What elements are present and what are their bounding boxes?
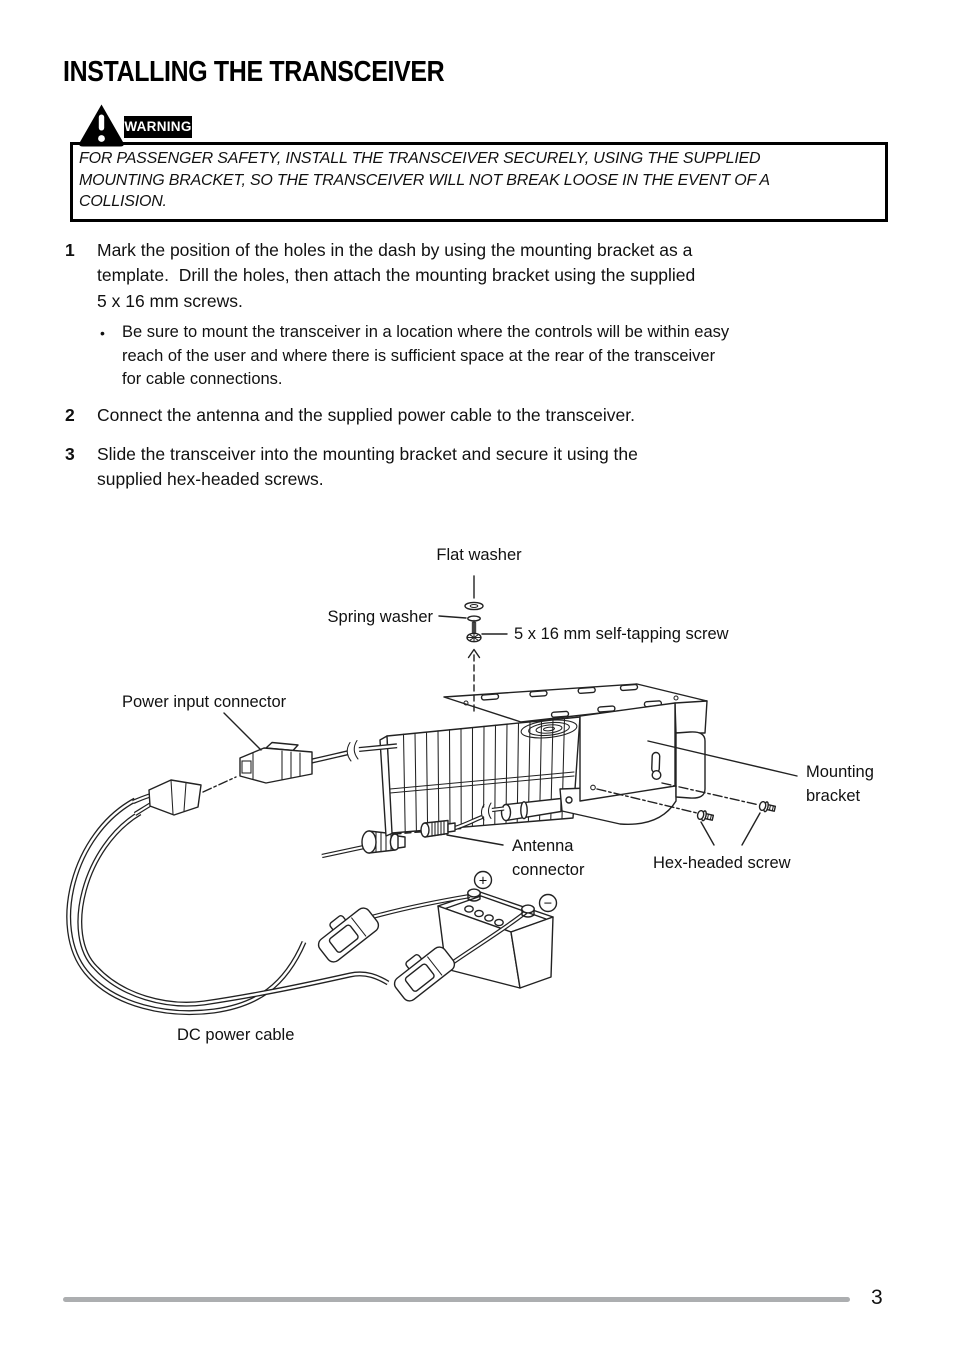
step-line: supplied hex-headed screws. <box>97 469 324 490</box>
step-1-text: Mark the position of the holes in the da… <box>97 238 695 314</box>
dc-power-cable-drawing <box>66 797 390 1016</box>
step-line: 5 x 16 mm screws. <box>97 290 243 311</box>
hex-headed-screw-label: Hex-headed screw <box>653 854 791 872</box>
hex-screws-drawing <box>596 782 777 846</box>
leader-lines <box>223 712 798 846</box>
page-number: 3 <box>871 1286 883 1309</box>
power-input-connector-label: Power input connector <box>122 693 287 711</box>
power-cable-connector-drawing <box>132 776 237 816</box>
power-input-connector-drawing <box>239 739 398 784</box>
tapping-screw-label: 5 x 16 mm self-tapping screw <box>514 625 729 643</box>
warning-label: WARNING <box>124 116 192 138</box>
flat-washer-drawing <box>464 601 484 611</box>
warning-line: FOR PASSENGER SAFETY, INSTALL THE TRANSC… <box>79 150 761 167</box>
antenna-feedline-connector <box>321 830 406 859</box>
warning-box <box>70 142 888 222</box>
dc-power-cable-label: DC power cable <box>177 1026 294 1044</box>
step-3-text: Slide the transceiver into the mounting … <box>97 442 638 493</box>
page-title: INSTALLING THE TRANSCEIVER <box>63 56 445 88</box>
bullet-text: Be sure to mount the transceiver in a lo… <box>122 321 729 392</box>
battery-terminals <box>467 888 535 918</box>
step-3-number: 3 <box>65 444 75 464</box>
mounting-bracket-label-line1: Mounting <box>806 763 874 781</box>
warning-text: FOR PASSENGER SAFETY, INSTALL THE TRANSC… <box>79 148 770 213</box>
warning-triangle-icon <box>79 104 124 147</box>
footer-rule <box>63 1297 850 1302</box>
warning-line: MOUNTING BRACKET, SO THE TRANSCEIVER WIL… <box>79 171 770 189</box>
fuse-holder-1 <box>317 907 380 963</box>
step-line: Slide the transceiver into the mounting … <box>97 444 638 464</box>
battery-wires <box>371 893 528 965</box>
speaker-grille <box>520 719 578 739</box>
bullet-line: Be sure to mount the transceiver in a lo… <box>122 323 730 341</box>
battery-plus-symbol: + <box>479 873 487 889</box>
antenna-socket <box>500 797 562 822</box>
step-2-number: 2 <box>65 405 75 425</box>
mounting-bracket-label-line2: bracket <box>806 787 861 805</box>
bullet-line: for cable connections. <box>122 370 283 389</box>
battery-drawing <box>437 891 554 989</box>
battery-polarity-symbols: + − <box>473 870 558 913</box>
warning-line: COLLISION. <box>79 193 167 210</box>
bullet-marker: • <box>100 325 105 341</box>
flat-washer-label: Flat washer <box>436 546 522 564</box>
transceiver-drawing <box>379 716 677 837</box>
battery-minus-symbol: − <box>544 896 552 912</box>
antenna-connector-label-line2: connector <box>512 861 585 879</box>
installation-diagram: + − <box>66 546 874 1044</box>
bullet-line: reach of the user and where there is suf… <box>122 346 716 365</box>
step-1-number: 1 <box>65 240 75 260</box>
step-line: Connect the antenna and the supplied pow… <box>97 405 636 425</box>
fuse-holder-2 <box>393 946 456 1002</box>
step-2-text: Connect the antenna and the supplied pow… <box>97 403 635 428</box>
antenna-connector-label-line1: Antenna <box>512 837 574 855</box>
mounting-bracket-drawing <box>443 683 708 802</box>
antenna-plug-drawing <box>420 802 505 838</box>
step-line: Mark the position of the holes in the da… <box>97 240 693 260</box>
step-line: template. Drill the holes, then attach t… <box>97 265 696 286</box>
spring-washer-label: Spring washer <box>328 608 434 626</box>
washer-screw-stack <box>438 575 508 714</box>
